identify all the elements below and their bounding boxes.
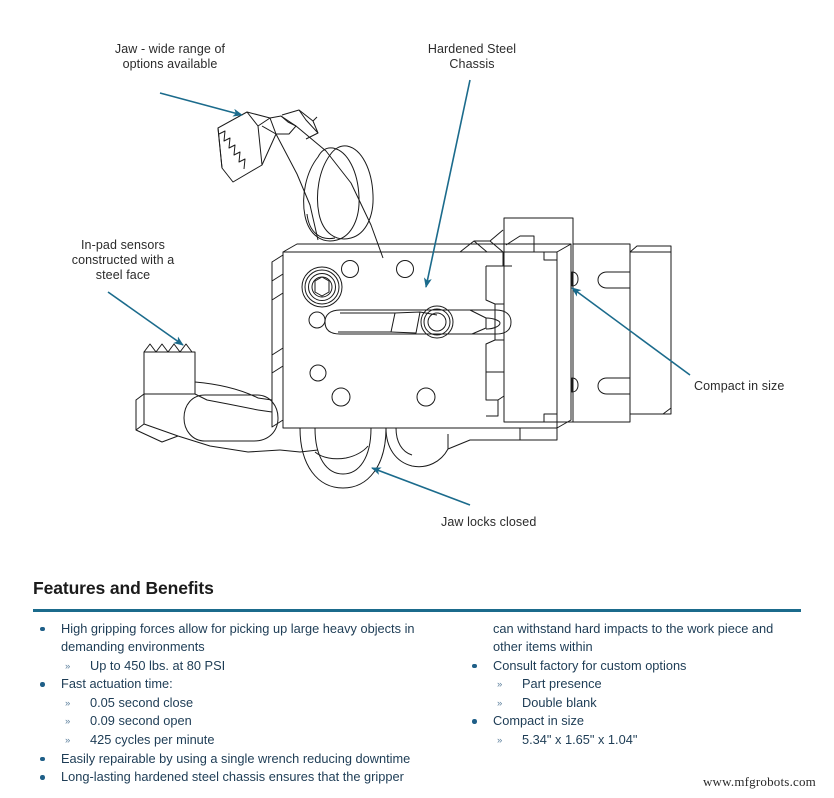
feature-sub-bullet: » 5.34" x 1.65" x 1.04" [465,731,801,750]
upper-jaw [217,109,384,259]
bullet-dot-icon [40,626,45,631]
arrow-hardened-chassis [423,79,471,288]
feature-bullet-text: Compact in size [493,713,585,729]
feature-sub-bullet-text: Up to 450 lbs. at 80 PSI [90,657,226,673]
bullet-dot-icon [472,663,477,669]
feature-sub-bullet: » 425 cycles per minute [33,731,435,750]
feature-bullet: Compact in size [465,712,801,731]
bullet-dot-icon [40,756,45,762]
feature-bullet-text: Long-lasting hardened steel chassis ensu… [61,769,404,785]
gripper-drawing-geometry [135,109,672,489]
chassis-body [271,229,572,441]
double-chevron-icon: » [497,697,503,709]
arrow-jaw-locks [371,467,471,506]
feature-bullet: Fast actuation time: [33,675,435,694]
bullet-dot-icon [472,719,477,724]
features-columns: High gripping forces allow for picking u… [33,620,801,787]
arrow-compact-size [571,287,691,376]
feature-bullet-text: Consult factory for custom options [493,657,687,673]
feature-sub-bullet-text: 5.34" x 1.65" x 1.04" [522,732,638,748]
feature-sub-bullet: » 0.09 second open [33,712,435,731]
features-and-benefits-section: Features and Benefits High gripping forc… [33,578,801,787]
double-chevron-icon: » [497,679,503,691]
features-left-column: High gripping forces allow for picking u… [33,620,435,787]
feature-sub-bullet: » Double blank [465,694,801,713]
feature-sub-bullet-text: 425 cycles per minute [90,732,215,748]
feature-bullet: High gripping forces allow for picking u… [33,620,435,657]
feature-sub-bullet-text: 0.05 second close [90,694,194,710]
feature-bullet-text: High gripping forces allow for picking u… [61,620,415,655]
callout-label-jaw-options: Jaw - wide range of options available [114,42,226,71]
feature-sub-bullet-text: 0.09 second open [90,713,192,729]
features-right-column: can withstand hard impacts to the work p… [465,620,801,787]
feature-sub-bullet: » Up to 450 lbs. at 80 PSI [33,657,435,676]
double-chevron-icon: » [65,660,71,672]
features-right-list: can withstand hard impacts to the work p… [465,620,801,750]
callout-label-compact-size: Compact in size [694,379,785,393]
callout-label-jaw-locks: Jaw locks closed [441,515,537,529]
double-chevron-icon: » [497,735,503,747]
double-chevron-icon: » [65,716,71,728]
arrow-jaw-options [159,92,243,117]
feature-sub-bullet: » Part presence [465,675,801,694]
features-heading: Features and Benefits [33,578,214,598]
product-diagram: Jaw - wide range of options available Ha… [71,42,785,529]
feature-continuation-text: can withstand hard impacts to the work p… [493,620,774,655]
callout-label-hardened-chassis: Hardened Steel Chassis [427,42,517,71]
gripper-line-drawing [107,79,691,506]
double-chevron-icon: » [65,697,71,709]
arrow-inpad-sensors [107,291,184,346]
feature-bullet: Consult factory for custom options [465,657,801,676]
callout-label-inpad-sensors: In-pad sensors constructed with a steel … [71,238,175,282]
actuator-cylinder [485,217,672,423]
feature-sub-bullet: » 0.05 second close [33,694,435,713]
features-divider [33,609,801,612]
site-watermark: www.mfgrobots.com [702,774,816,789]
feature-bullet: Long-lasting hardened steel chassis ensu… [33,768,435,787]
feature-bullet-text: Easily repairable by using a single wren… [61,750,411,766]
features-left-list: High gripping forces allow for picking u… [33,620,435,787]
feature-bullet: Easily repairable by using a single wren… [33,750,435,769]
feature-sub-bullet-text: Double blank [522,694,597,710]
lower-jaw [135,343,319,453]
callout-arrows [107,79,691,506]
bullet-dot-icon [40,682,45,687]
jaw-lock-hook [283,427,520,489]
feature-bullet-text: Fast actuation time: [61,676,173,692]
bullet-dot-icon [40,775,45,780]
feature-sub-bullet-text: Part presence [522,676,602,692]
double-chevron-icon: » [65,735,71,747]
